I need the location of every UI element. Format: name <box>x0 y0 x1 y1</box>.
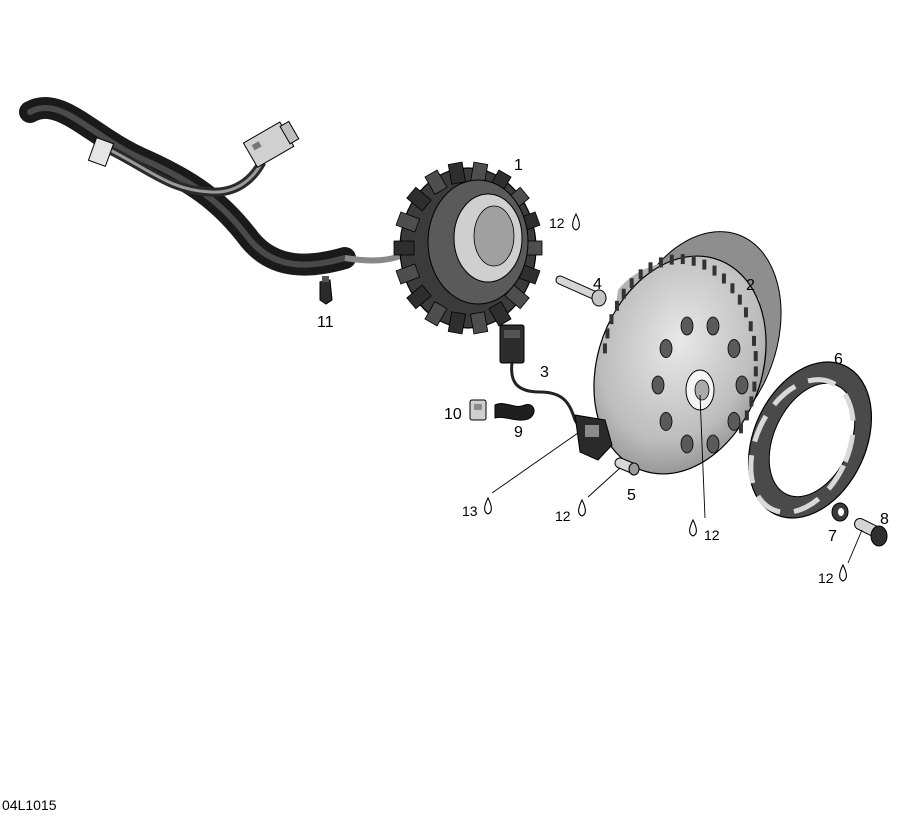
trigger-ring <box>747 361 873 519</box>
stator-bolt <box>555 275 607 307</box>
drop-icon <box>484 496 492 515</box>
wire-clamp <box>469 399 487 421</box>
callout-5: 5 <box>627 487 636 504</box>
callout-9: 9 <box>514 424 523 441</box>
cable-clip <box>319 276 333 305</box>
callout-12-c: 12 <box>704 527 720 543</box>
callout-3: 3 <box>540 364 549 381</box>
callout-6: 6 <box>834 351 843 368</box>
diagram-reference-code: 04L1015 <box>2 797 57 813</box>
callout-7: 7 <box>828 528 837 545</box>
stator <box>393 161 543 335</box>
callout-12-a: 12 <box>549 215 565 231</box>
callout-8: 8 <box>880 511 889 528</box>
harness-connector <box>242 120 300 168</box>
callout-12-d: 12 <box>818 570 834 586</box>
callout-12-b: 12 <box>555 508 571 524</box>
callout-2: 2 <box>746 277 755 294</box>
callout-11: 11 <box>317 314 334 331</box>
drop-icon <box>572 212 580 231</box>
leader-lines <box>491 394 863 564</box>
drop-icon <box>689 518 697 537</box>
wire-grommet <box>494 403 535 421</box>
callout-4: 4 <box>593 276 602 293</box>
callout-10: 10 <box>444 406 462 423</box>
drop-icon <box>839 563 847 582</box>
trigger-sensor <box>499 324 613 461</box>
drop-icon <box>578 498 586 517</box>
washer <box>831 502 849 522</box>
flywheel-bolt <box>854 518 888 547</box>
callout-1: 1 <box>514 157 523 174</box>
sensor-bolt <box>614 457 640 476</box>
wiring-harness <box>19 96 412 276</box>
callout-labels: 1 2 3 4 5 6 7 8 9 10 11 12 12 12 12 12 1… <box>317 157 889 586</box>
flywheel <box>593 231 782 475</box>
callout-13: 13 <box>462 503 478 519</box>
